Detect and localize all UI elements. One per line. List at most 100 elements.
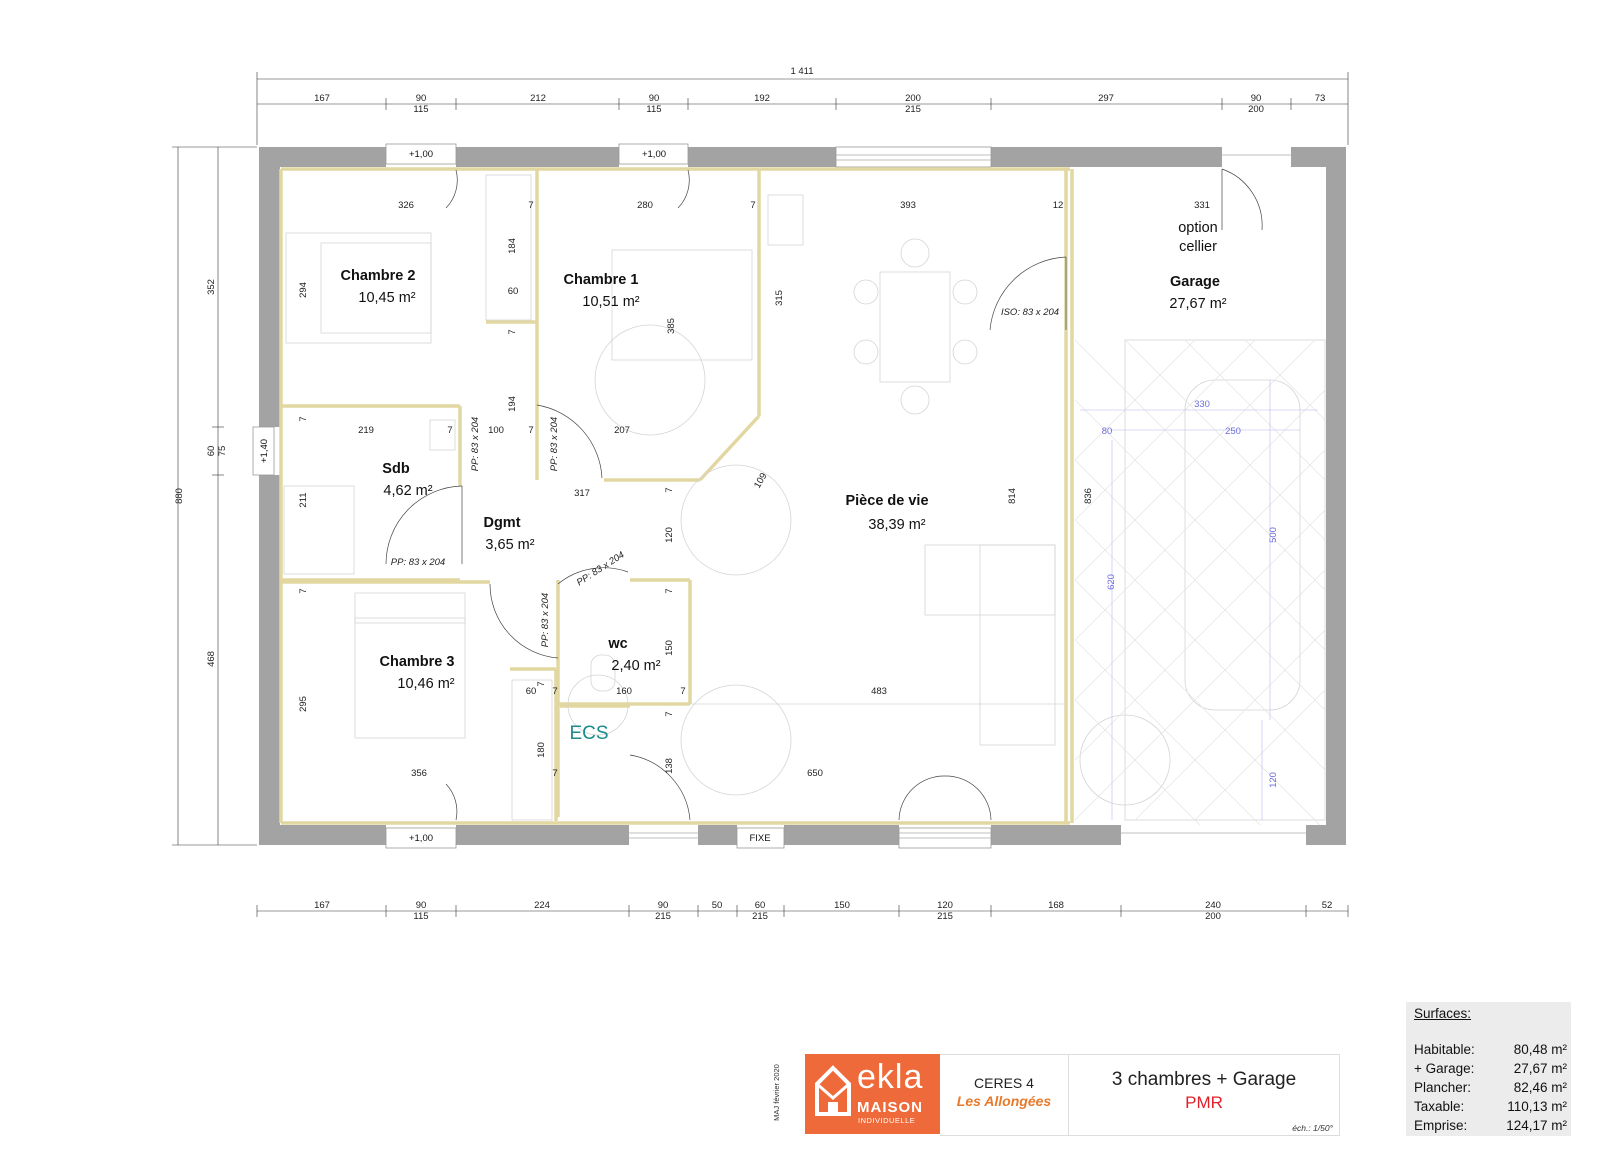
bottom-dim-height: 215 <box>937 911 953 922</box>
interior-dim: 7 <box>298 416 309 421</box>
interior-dim: 814 <box>1007 488 1018 504</box>
interior-dim: 393 <box>900 200 916 211</box>
top-dim-height: 200 <box>1248 104 1264 115</box>
revision-note: MAJ février 2020 <box>772 1058 792 1130</box>
window-height-label: +1,00 <box>642 149 666 160</box>
interior-dim: 7 <box>298 588 309 593</box>
door-label-iso: ISO: 83 x 204 <box>1001 307 1059 318</box>
interior-dim: 60 <box>526 686 537 697</box>
model-subtitle: Les Allongées <box>956 1093 1052 1109</box>
surfaces-title: Surfaces: <box>1414 1006 1472 1021</box>
bottom-dim: 224 <box>534 900 550 911</box>
interior-dim: 184 <box>507 238 518 254</box>
left-dim-mid-b: 75 <box>217 446 228 457</box>
garage-dim: 620 <box>1106 574 1117 590</box>
brand-maison: MAISON <box>857 1099 923 1116</box>
interior-dim: 150 <box>664 640 675 656</box>
interior-dim: 7 <box>664 711 675 716</box>
room-area-chambre1: 10,51 m² <box>582 294 639 310</box>
interior-dim: 356 <box>411 768 427 779</box>
top-dim: 200 <box>905 93 921 104</box>
brand-name: ekla <box>857 1058 924 1096</box>
left-dimensions <box>172 146 257 846</box>
bottom-dim: 90 <box>416 900 427 911</box>
room-name-chambre1: Chambre 1 <box>564 272 639 288</box>
bottom-dimensions <box>256 905 1349 917</box>
interior-dim: 836 <box>1083 488 1094 504</box>
room-area-garage: 27,67 m² <box>1169 296 1226 312</box>
garage-option-label: option <box>1178 220 1218 236</box>
interior-dim: 7 <box>552 686 557 697</box>
window-height-label: +1,00 <box>409 833 433 844</box>
interior-dim: 7 <box>552 768 557 779</box>
revision-date: MAJ février 2020 <box>771 1064 781 1121</box>
interior-dim: 483 <box>871 686 887 697</box>
top-dim: 212 <box>530 93 546 104</box>
interior-dim: 7 <box>536 681 547 686</box>
room-name-dgmt: Dgmt <box>483 515 520 531</box>
interior-dim: 160 <box>616 686 632 697</box>
interior-dim: 331 <box>1194 200 1210 211</box>
door-label-ch3: PP: 83 x 204 <box>540 593 551 647</box>
interior-dim: 207 <box>614 425 630 436</box>
top-dimensions <box>256 72 1349 145</box>
room-area-wc: 2,40 m² <box>611 658 660 674</box>
garage-option-label: cellier <box>1179 239 1217 255</box>
interior-dim: 7 <box>750 200 755 211</box>
interior-dim: 219 <box>358 425 374 436</box>
room-name-garage: Garage <box>1170 274 1220 290</box>
interior-dim: 211 <box>298 492 309 507</box>
model-box: CERES 4 Les Allongées <box>940 1054 1069 1136</box>
overall-width-label: 1 411 <box>790 66 813 77</box>
room-area-chambre2: 10,45 m² <box>358 290 415 306</box>
ecs-label: ECS <box>569 723 608 744</box>
interior-dim: 180 <box>536 742 547 758</box>
brand-individuelle: INDIVIDUELLE <box>858 1116 916 1125</box>
top-dim: 192 <box>754 93 770 104</box>
bottom-dim: 120 <box>937 900 953 911</box>
interior-dim: 7 <box>664 588 675 593</box>
surface-value: 82,46 m² <box>1513 1080 1567 1095</box>
interior-dim: 317 <box>574 488 590 499</box>
garage-dim-lines <box>1080 380 1318 820</box>
garage-dim: 250 <box>1225 426 1241 437</box>
room-name-sdb: Sdb <box>382 461 410 477</box>
left-dim-mid-a: 60 <box>206 446 217 457</box>
room-area-sdb: 4,62 m² <box>383 483 432 499</box>
interior-dim: 295 <box>298 696 309 712</box>
description-box: 3 chambres + Garage PMR éch.: 1/50° <box>1068 1054 1340 1136</box>
interior-dim: 7 <box>528 200 533 211</box>
interior-dim: 650 <box>807 768 823 779</box>
top-dim: 90 <box>649 93 660 104</box>
interior-dim: 12 <box>1053 200 1064 211</box>
left-dim-lower: 468 <box>206 651 217 667</box>
surface-label: Plancher: <box>1414 1080 1472 1095</box>
furniture <box>283 174 1326 821</box>
door-label-wc: PP: 83 x 204 <box>575 549 627 588</box>
bottom-dim-height: 215 <box>655 911 671 922</box>
interior-dim: 7 <box>447 425 452 436</box>
interior-dim: 60 <box>508 286 519 297</box>
room-name-piece-de-vie: Pièce de vie <box>845 493 928 509</box>
interior-dim: 385 <box>666 318 677 334</box>
scale-label: éch.: 1/50° <box>1292 1123 1333 1133</box>
bottom-dim: 50 <box>712 900 723 911</box>
room-area-chambre3: 10,46 m² <box>397 676 454 692</box>
top-dim-height: 115 <box>413 104 428 115</box>
window-height-label: +1,40 <box>259 439 270 463</box>
surface-value: 27,67 m² <box>1513 1061 1567 1076</box>
room-name-wc: wc <box>607 636 627 652</box>
garage-dim: 120 <box>1268 772 1279 788</box>
surface-value: 124,17 m² <box>1506 1118 1567 1133</box>
plan-description: 3 chambres + Garage <box>1111 1069 1297 1090</box>
surface-label: + Garage: <box>1414 1061 1475 1076</box>
interior-partitions <box>279 167 1074 825</box>
surface-label: Taxable: <box>1414 1099 1465 1114</box>
room-area-dgmt: 3,65 m² <box>485 537 534 553</box>
interior-dim: 294 <box>298 282 309 298</box>
interior-dim: 100 <box>488 425 504 436</box>
bottom-dim-height: 200 <box>1205 911 1221 922</box>
top-dim-height: 215 <box>905 104 921 115</box>
house-logo-icon <box>815 1065 851 1116</box>
window-height-label: +1,00 <box>409 149 433 160</box>
